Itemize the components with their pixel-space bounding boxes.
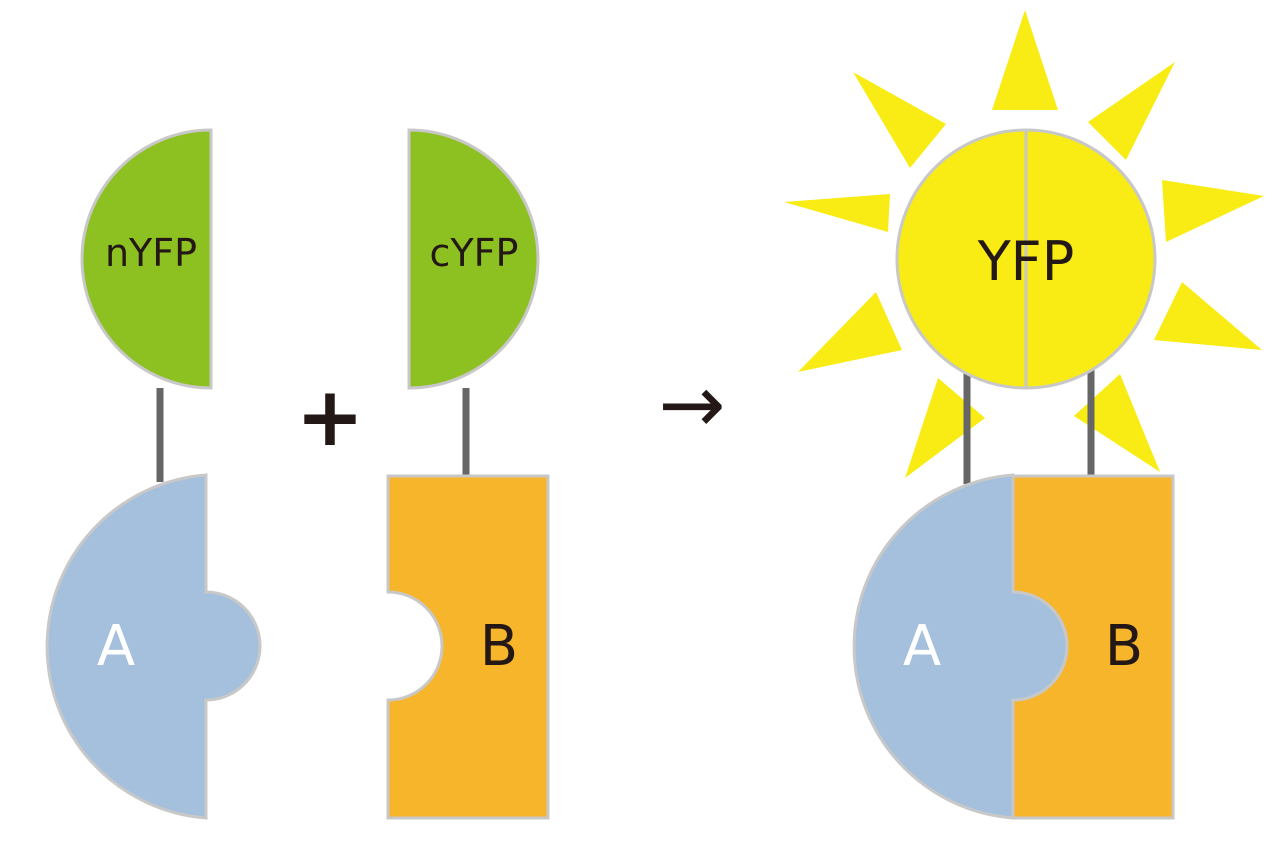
protein-a-complex-shape [852, 473, 1069, 820]
reaction-arrow: → [658, 358, 725, 451]
yfp-ray [853, 72, 946, 168]
protein-b-complex-label: B [1105, 614, 1143, 679]
cyfp-label: cYFP [430, 231, 519, 275]
nyfp-fragment [80, 128, 213, 390]
yfp-ray [798, 292, 902, 372]
yfp-ray [1162, 180, 1264, 242]
nyfp-label: nYFP [105, 231, 197, 275]
yfp-label: YFP [977, 230, 1075, 293]
protein-a-label: A [97, 614, 135, 679]
protein-a-complex-label: A [903, 614, 941, 679]
plus-sign: + [296, 370, 365, 465]
yfp-ray [905, 378, 985, 478]
protein-b-shape [386, 474, 550, 820]
yfp-ray [1074, 374, 1160, 472]
yfp-ray [1088, 62, 1175, 160]
cyfp-fragment [407, 128, 540, 390]
yfp-ray [992, 10, 1058, 110]
yfp-ray [784, 194, 890, 232]
protein-a-shape [45, 473, 262, 820]
yfp-ray [1154, 282, 1262, 350]
protein-b-label: B [480, 614, 518, 679]
